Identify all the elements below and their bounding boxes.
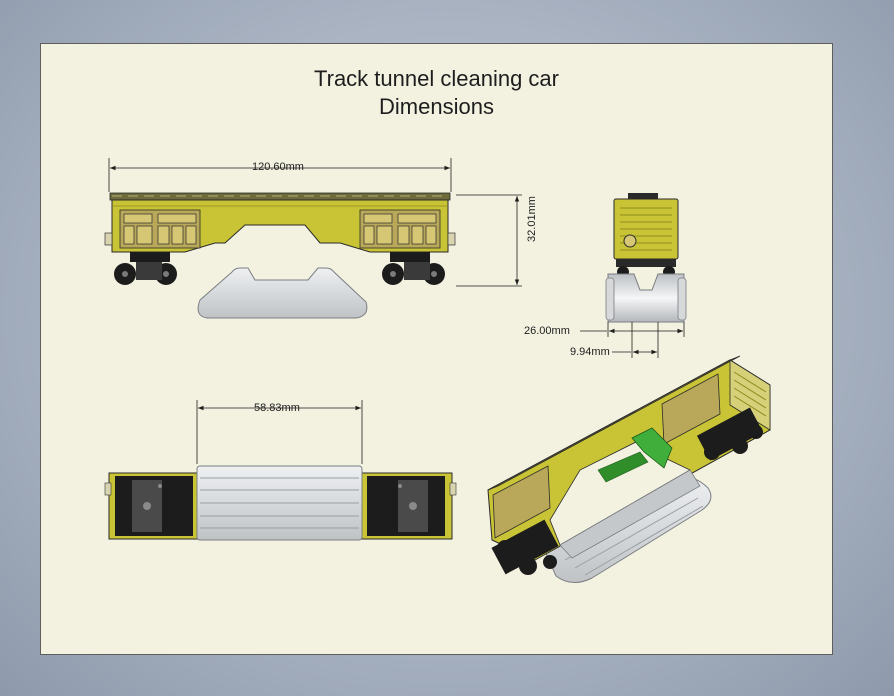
end-view [580, 193, 687, 358]
side-view [104, 158, 522, 319]
isometric-view [487, 355, 771, 583]
drawing-sheet: Track tunnel cleaning car Dimensions [40, 43, 833, 655]
dim-overall-length [108, 158, 452, 192]
dim-label-cleaner-slot-width: 9.94mm [570, 346, 610, 358]
dim-cleaner-width [580, 322, 685, 337]
drawing-subtitle: Dimensions [379, 94, 494, 119]
drawing-title: Track tunnel cleaning car [314, 66, 559, 91]
top-view [104, 400, 457, 541]
dim-label-cleaner-width: 26.00mm [524, 325, 570, 337]
dim-cleaner-slot-width [612, 322, 659, 358]
dim-label-cleaner-length: 58.83mm [254, 402, 300, 414]
dim-cleaner-length [196, 400, 363, 464]
dim-overall-height [456, 194, 522, 287]
dim-label-overall-length: 120.60mm [252, 161, 304, 173]
dim-label-overall-height: 32.01mm [526, 196, 538, 242]
